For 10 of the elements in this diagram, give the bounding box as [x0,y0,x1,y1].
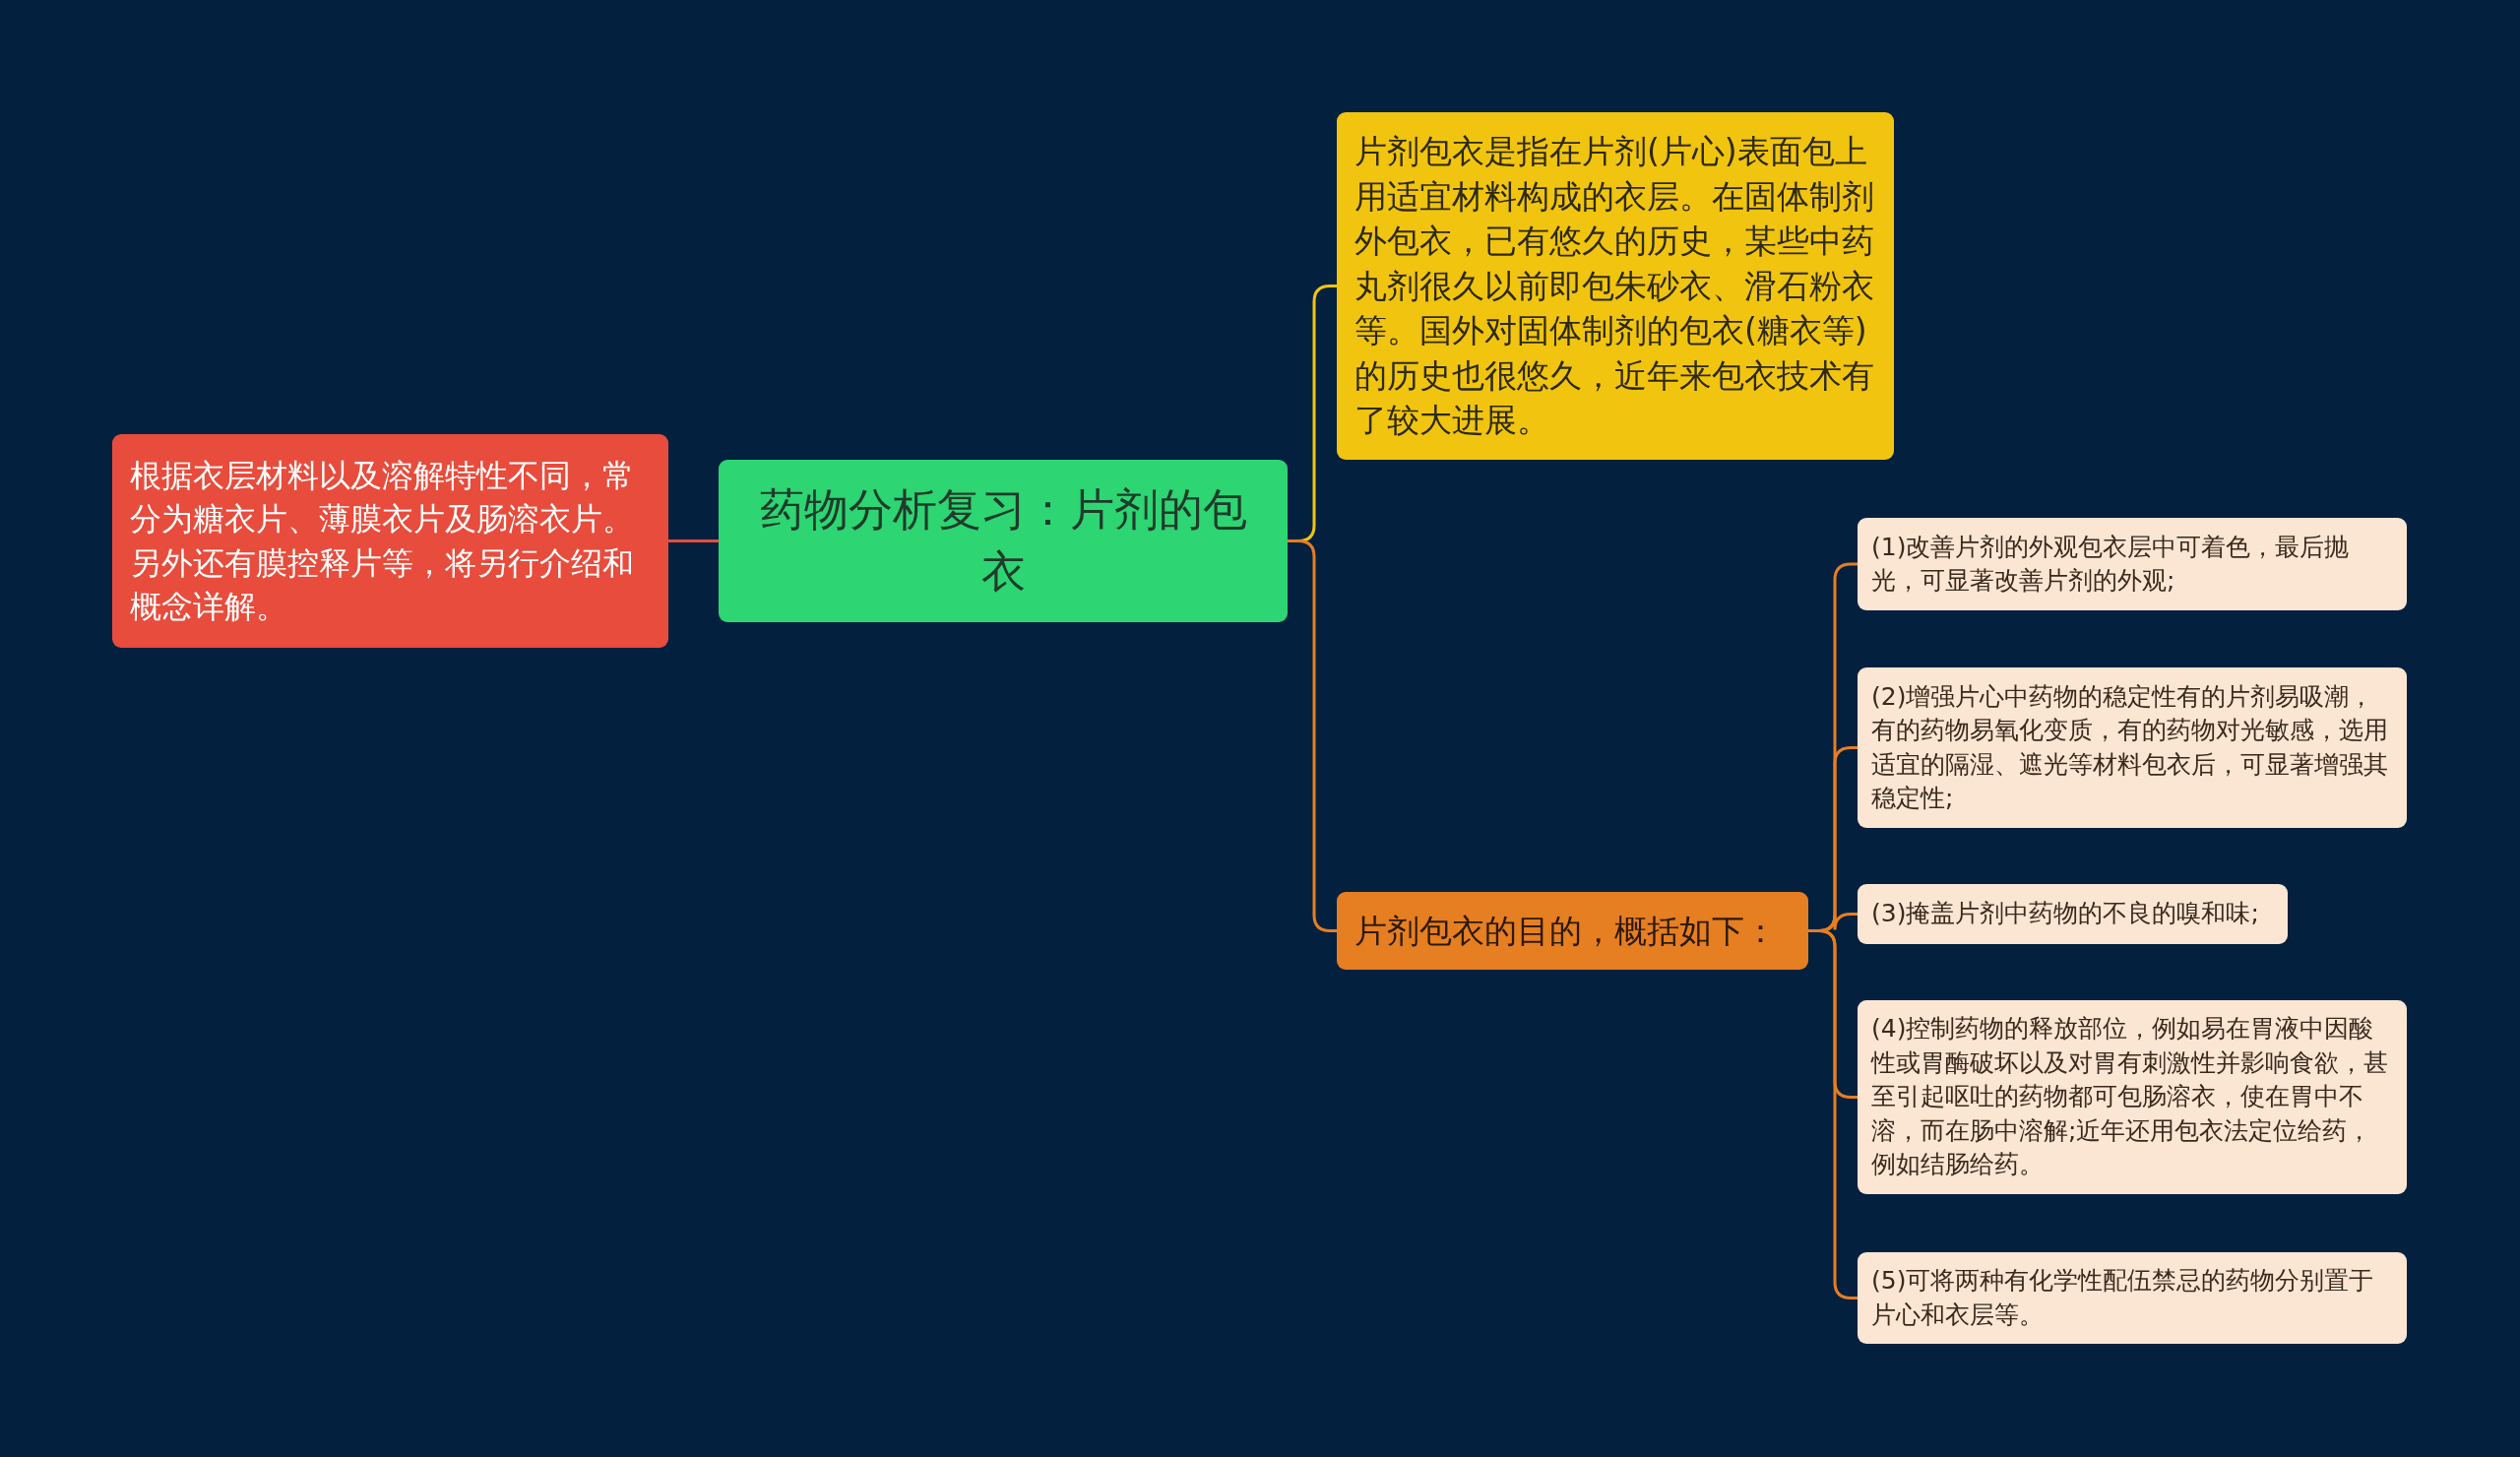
item-box: (2)增强片心中药物的稳定性有的片剂易吸潮，有的药物易氧化变质，有的药物对光敏感，选用适宜的隔湿、遮光等材料包衣后，可显著增强其稳定性; [1858,667,2407,828]
topic-box: 药物分析复习：片剂的包衣 [719,460,1288,622]
item-box: (4)控制药物的释放部位，例如易在胃液中因酸性或胃酶破坏以及对胃有刺激性并影响食欲，甚至引起呕吐的药物都可包肠溶衣，使在胃中不溶，而在肠中溶解;近年还用包衣法定位给药，例如结肠给药。 [1858,1000,2407,1194]
subtopic-box: 片剂包衣的目的，概括如下： [1337,892,1808,970]
item-box: (1)改善片剂的外观包衣层中可着色，最后抛光，可显著改善片剂的外观; [1858,518,2407,610]
note-box: 片剂包衣是指在片剂(片心)表面包上用适宜材料构成的衣层。在固体制剂外包衣，已有悠久的历史，某些中药丸剂很久以前即包朱砂衣、滑石粉衣等。国外对固体制剂的包衣(糖衣等)的历史也很悠久，近年来包衣技术有了较大进展。 [1337,112,1894,460]
item-box: (5)可将两种有化学性配伍禁忌的药物分别置于片心和衣层等。 [1858,1252,2407,1344]
item-box: (3)掩盖片剂中药物的不良的嗅和味; [1858,884,2288,944]
note-box: 根据衣层材料以及溶解特性不同，常分为糖衣片、薄膜衣片及肠溶衣片。另外还有膜控释片等，将另行介绍和概念详解。 [112,434,668,648]
connector-line [668,539,719,542]
